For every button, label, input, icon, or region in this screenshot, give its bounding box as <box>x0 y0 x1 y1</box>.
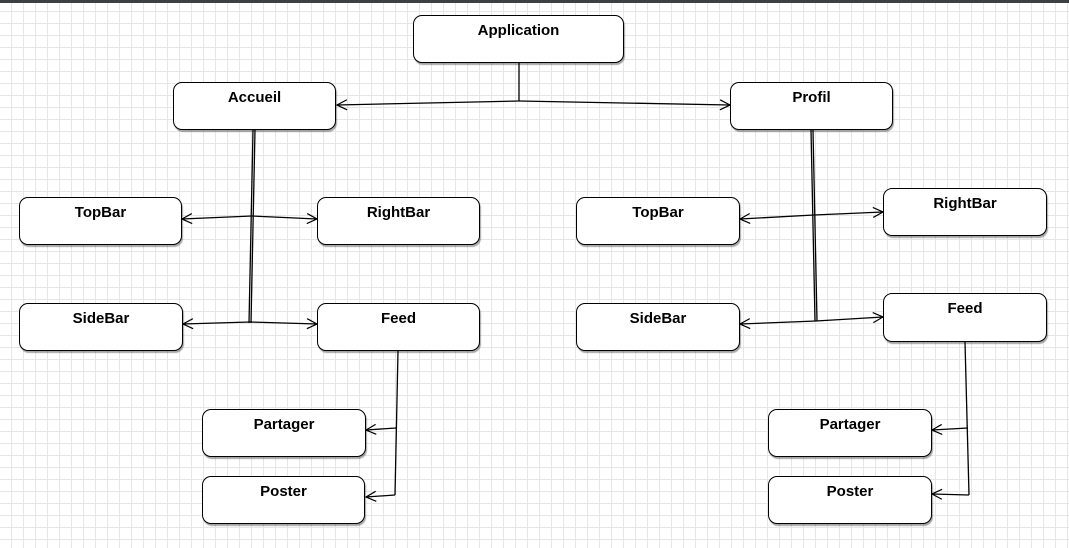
edge-feed-trunk-right <box>964 341 970 496</box>
node-label: TopBar <box>632 204 684 221</box>
node-poster-left[interactable]: Poster <box>202 476 365 524</box>
edge-feed-partager-left <box>366 428 397 430</box>
window-top-strip <box>0 0 1069 3</box>
edge-accueil-trunk-b <box>250 129 256 324</box>
edge-profil-sidebar <box>740 321 817 324</box>
node-label: Feed <box>947 300 983 317</box>
edge-application-profil <box>518 101 730 105</box>
node-partager-right[interactable]: Partager <box>768 409 932 457</box>
edge-accueil-rightbar <box>251 216 317 219</box>
node-label: Accueil <box>227 89 282 106</box>
node-label: Application <box>477 22 560 39</box>
node-partager-left[interactable]: Partager <box>202 409 366 457</box>
node-poster-right[interactable]: Poster <box>768 476 932 524</box>
node-accueil[interactable]: Accueil <box>173 82 336 130</box>
edge-feed-poster-left <box>366 495 396 497</box>
edge-feed-poster-right <box>932 494 970 495</box>
node-feed-right[interactable]: Feed <box>883 293 1047 342</box>
edge-profil-trunk-a <box>810 129 816 322</box>
node-label: RightBar <box>366 204 431 221</box>
node-label: RightBar <box>933 195 997 212</box>
node-sidebar-left[interactable]: SideBar <box>19 303 183 351</box>
node-label: SideBar <box>72 310 130 327</box>
node-label: TopBar <box>74 204 127 221</box>
node-application[interactable]: Application <box>413 15 624 63</box>
edge-profil-topbar <box>740 215 815 219</box>
edge-accueil-topbar <box>182 216 253 219</box>
node-rightbar-left[interactable]: RightBar <box>317 197 480 245</box>
edge-application-accueil <box>337 101 520 105</box>
edge-accueil-trunk-a <box>248 129 254 324</box>
node-label: Feed <box>380 310 416 327</box>
node-label: Poster <box>260 483 307 500</box>
edge-feed-partager-right <box>932 428 969 430</box>
edge-profil-feed <box>815 317 883 321</box>
node-topbar-right[interactable]: TopBar <box>576 197 740 245</box>
edge-profil-trunk-b <box>812 129 818 322</box>
node-feed-left[interactable]: Feed <box>317 303 480 351</box>
edge-accueil-feed <box>249 322 317 324</box>
edge-feed-trunk-left <box>394 350 399 496</box>
node-topbar-left[interactable]: TopBar <box>19 197 182 245</box>
edge-profil-rightbar <box>813 212 883 215</box>
node-label: Profil <box>792 89 831 106</box>
node-label: Partager <box>819 416 881 433</box>
node-rightbar-right[interactable]: RightBar <box>883 188 1047 236</box>
node-label: Partager <box>253 416 315 433</box>
node-sidebar-right[interactable]: SideBar <box>576 303 740 351</box>
edge-accueil-sidebar <box>183 322 251 324</box>
node-label: SideBar <box>629 310 687 327</box>
node-profil[interactable]: Profil <box>730 82 893 130</box>
node-label: Poster <box>826 483 874 500</box>
